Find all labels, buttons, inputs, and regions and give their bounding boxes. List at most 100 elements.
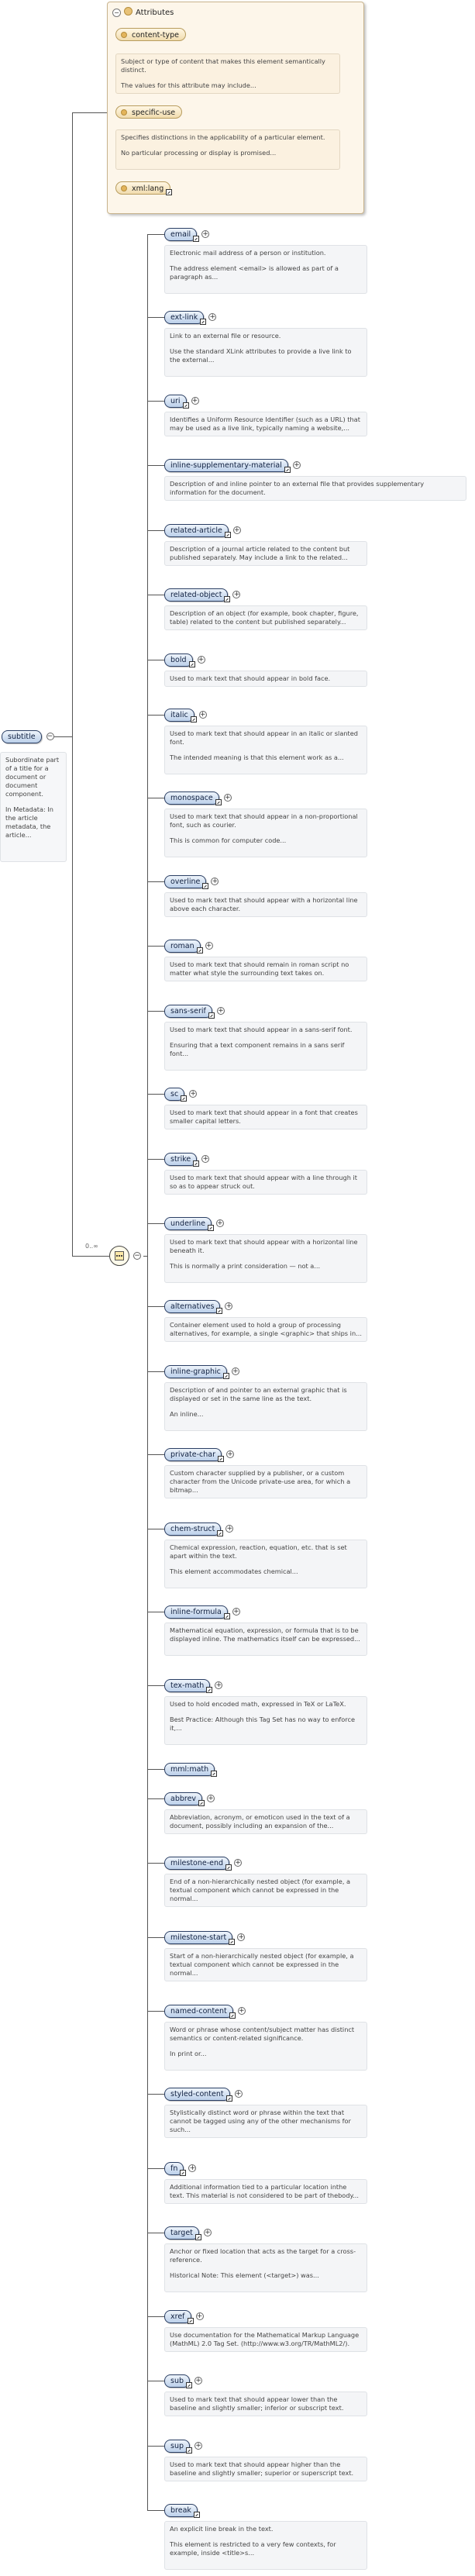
expand-icon[interactable]: + bbox=[223, 794, 232, 802]
expand-icon[interactable]: + bbox=[225, 1450, 234, 1458]
element-styled-content[interactable]: styled-content bbox=[164, 2088, 230, 2101]
element-underline[interactable]: underline bbox=[164, 1217, 212, 1230]
root-element-subtitle[interactable]: subtitle bbox=[2, 730, 42, 743]
element-milestone-end[interactable]: milestone-end bbox=[164, 1857, 230, 1870]
element-name: milestone-end bbox=[170, 1859, 224, 1867]
element-sc[interactable]: sc bbox=[164, 1088, 185, 1101]
element-private-char[interactable]: private-char bbox=[164, 1448, 222, 1461]
element-strike[interactable]: strike bbox=[164, 1153, 198, 1166]
element-target[interactable]: target bbox=[164, 2226, 199, 2240]
collapse-icon[interactable]: − bbox=[133, 1252, 141, 1260]
element-italic[interactable]: italic bbox=[164, 709, 194, 722]
element-inline-formula[interactable]: inline-formula bbox=[164, 1605, 228, 1619]
attribute-group-icon bbox=[124, 7, 133, 16]
element-abbrev[interactable]: abbrev bbox=[164, 1792, 203, 1805]
expand-icon[interactable]: + bbox=[201, 1155, 210, 1163]
expand-icon[interactable]: + bbox=[232, 1608, 240, 1616]
element-alternatives[interactable]: alternatives bbox=[164, 1300, 221, 1313]
element-description: Electronic mail address of a person or i… bbox=[164, 245, 367, 294]
expand-icon[interactable]: + bbox=[189, 1090, 198, 1098]
expand-icon[interactable]: + bbox=[203, 2229, 212, 2236]
expand-icon[interactable]: + bbox=[216, 1007, 225, 1015]
element-chem-struct[interactable]: chem-struct bbox=[164, 1522, 222, 1536]
expand-icon[interactable]: + bbox=[191, 397, 199, 405]
expand-icon[interactable]: + bbox=[208, 313, 217, 321]
element-related-object[interactable]: related-object bbox=[164, 588, 229, 602]
element-name: ext-link bbox=[170, 313, 198, 322]
expand-icon[interactable]: + bbox=[198, 711, 207, 719]
element-name: overline bbox=[170, 878, 201, 886]
element-tex-math[interactable]: tex-math bbox=[164, 1679, 211, 1692]
element-mml-math[interactable]: mml:math bbox=[164, 1763, 215, 1776]
connector-line bbox=[147, 2510, 164, 2511]
attribute-specific-use[interactable]: specific-use bbox=[115, 105, 183, 119]
expand-icon[interactable]: + bbox=[207, 1795, 215, 1802]
choice-compositor-icon[interactable] bbox=[109, 1246, 129, 1266]
attributes-title: Attributes bbox=[136, 9, 174, 17]
element-name: styled-content bbox=[170, 2090, 224, 2098]
element-break[interactable]: break bbox=[164, 2504, 198, 2517]
attribute-description: Subject or type of content that makes th… bbox=[115, 53, 340, 94]
connector-line bbox=[147, 234, 148, 2510]
expand-icon[interactable]: + bbox=[234, 2090, 243, 2098]
expand-icon[interactable]: + bbox=[237, 1933, 246, 1941]
attribute-content-type[interactable]: content-type bbox=[115, 28, 187, 41]
expand-icon[interactable]: + bbox=[231, 1367, 239, 1375]
element-roman[interactable]: roman bbox=[164, 940, 201, 953]
element-overline[interactable]: overline bbox=[164, 875, 207, 888]
collapse-icon[interactable]: − bbox=[112, 9, 121, 17]
element-related-article[interactable]: related-article bbox=[164, 524, 229, 537]
element-description: Used to mark text that should appear in … bbox=[164, 1022, 367, 1071]
element-ext-link[interactable]: ext-link bbox=[164, 311, 205, 324]
element-email[interactable]: email bbox=[164, 228, 198, 241]
expand-icon[interactable]: + bbox=[225, 1302, 233, 1310]
expand-icon[interactable]: + bbox=[215, 1219, 224, 1227]
expand-icon[interactable]: + bbox=[234, 1859, 243, 1867]
expand-icon[interactable]: + bbox=[215, 1681, 223, 1689]
expand-icon[interactable]: + bbox=[188, 2164, 197, 2172]
connector-line bbox=[53, 736, 72, 737]
element-inline-graphic[interactable]: inline-graphic bbox=[164, 1365, 227, 1378]
element-name: underline bbox=[170, 1219, 205, 1228]
connector-line bbox=[72, 112, 73, 1256]
expand-icon[interactable]: + bbox=[211, 878, 219, 885]
element-monospace[interactable]: monospace bbox=[164, 791, 219, 805]
expand-icon[interactable]: + bbox=[292, 461, 301, 469]
element-inline-supplementary-material[interactable]: inline-supplementary-material bbox=[164, 459, 288, 472]
element-description: Stylistically distinct word or phrase wi… bbox=[164, 2105, 367, 2138]
element-sub[interactable]: sub bbox=[164, 2374, 191, 2388]
expand-icon[interactable]: + bbox=[194, 2377, 202, 2385]
external-ref-icon bbox=[225, 1864, 232, 1871]
expand-icon[interactable]: + bbox=[201, 230, 210, 238]
element-description: Identifies a Uniform Resource Identifier… bbox=[164, 412, 367, 436]
attribute-xml-lang[interactable]: xml:lang bbox=[115, 181, 171, 195]
element-bold[interactable]: bold bbox=[164, 653, 193, 667]
external-ref-icon bbox=[229, 2012, 236, 2019]
element-sans-serif[interactable]: sans-serif bbox=[164, 1005, 212, 1018]
expand-icon[interactable]: + bbox=[194, 2442, 202, 2450]
connector-line bbox=[147, 1306, 164, 1307]
expand-icon[interactable]: + bbox=[195, 2312, 204, 2320]
connector-line bbox=[147, 465, 164, 466]
element-name: target bbox=[170, 2229, 193, 2237]
attribute-description: Specifies distinctions in the applicabil… bbox=[115, 129, 340, 170]
external-ref-icon bbox=[284, 467, 291, 473]
element-fn[interactable]: fn bbox=[164, 2162, 184, 2175]
external-ref-icon bbox=[208, 1012, 215, 1019]
element-named-content[interactable]: named-content bbox=[164, 2005, 233, 2018]
element-milestone-start[interactable]: milestone-start bbox=[164, 1931, 233, 1944]
expand-icon[interactable]: + bbox=[197, 656, 205, 664]
expand-icon[interactable]: + bbox=[232, 591, 241, 598]
expand-icon[interactable]: + bbox=[225, 1525, 234, 1533]
attributes-header[interactable]: − Attributes bbox=[112, 7, 174, 17]
element-name: sup bbox=[170, 2442, 184, 2450]
element-description: Description of an object (for example, b… bbox=[164, 605, 367, 630]
expand-icon[interactable]: + bbox=[205, 942, 213, 950]
element-sup[interactable]: sup bbox=[164, 2440, 191, 2453]
element-name: abbrev bbox=[170, 1795, 197, 1803]
expand-icon[interactable]: + bbox=[232, 526, 241, 534]
collapse-icon[interactable]: − bbox=[46, 733, 54, 740]
element-xref[interactable]: xref bbox=[164, 2310, 191, 2323]
element-uri[interactable]: uri bbox=[164, 395, 187, 408]
expand-icon[interactable]: + bbox=[237, 2007, 246, 2015]
